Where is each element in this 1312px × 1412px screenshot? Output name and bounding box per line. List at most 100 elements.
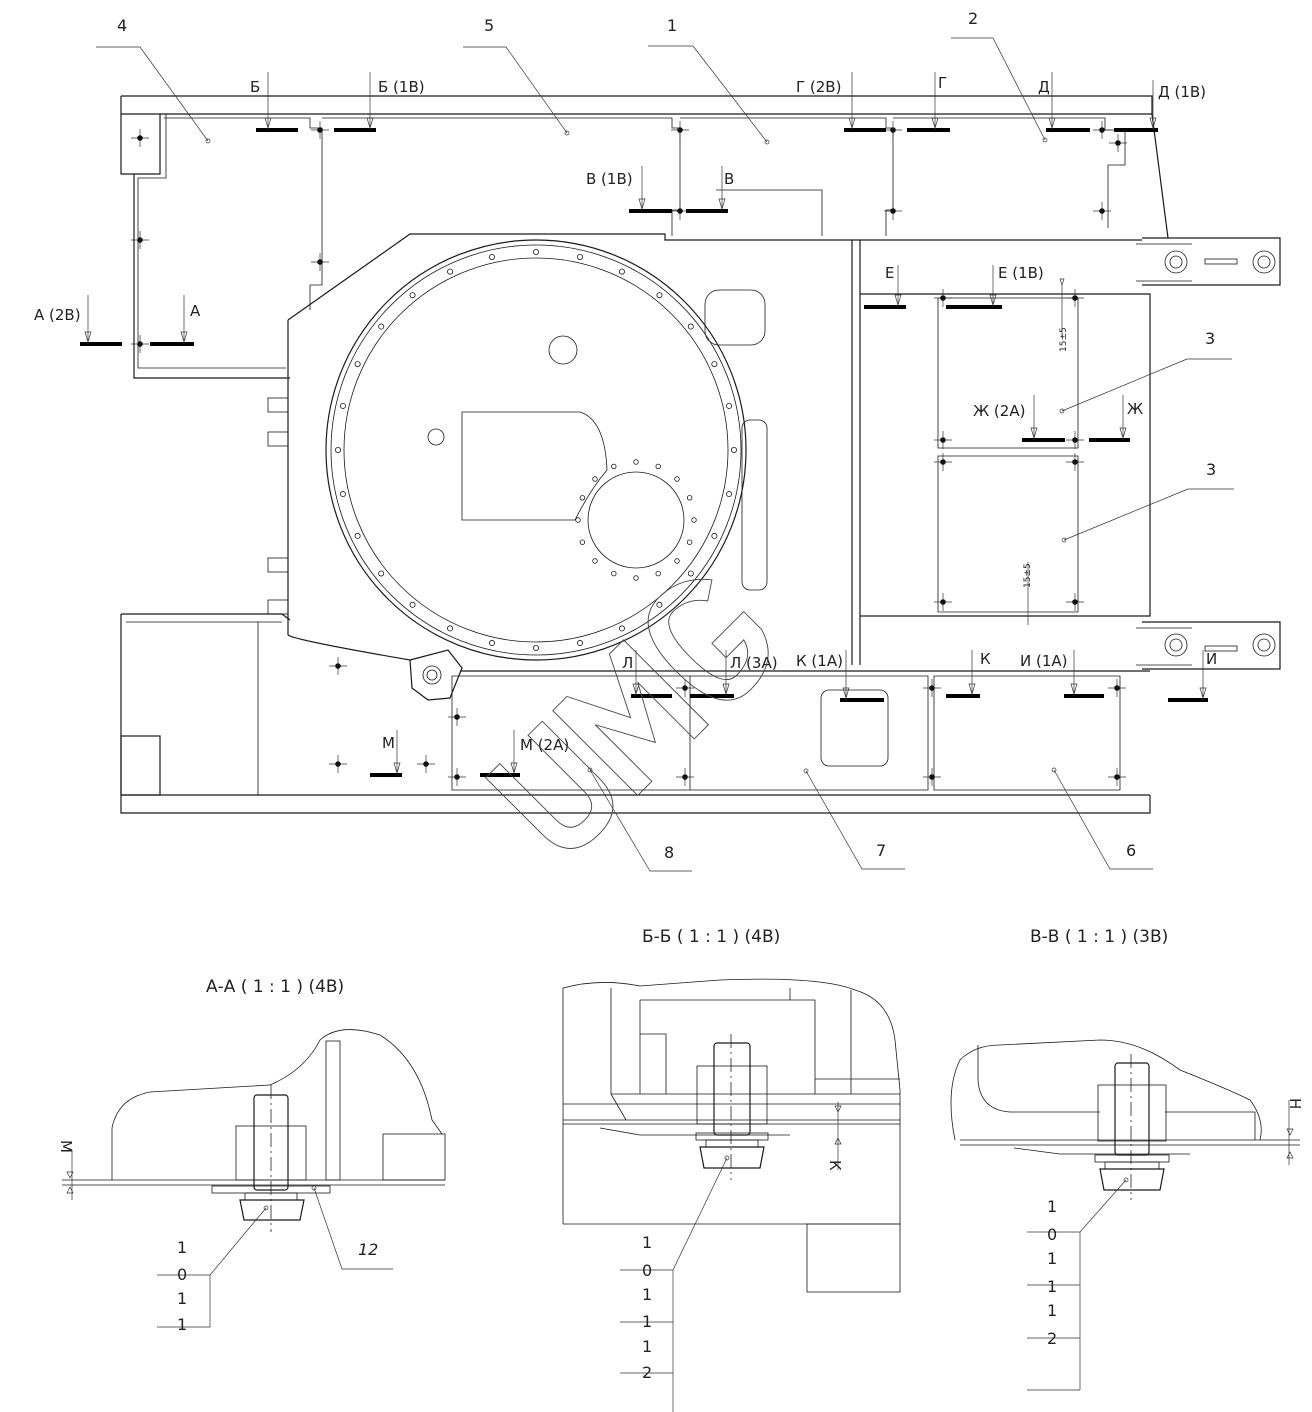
cut-arrowhead xyxy=(510,762,518,775)
ring-hole xyxy=(409,292,416,299)
cut-arrowhead xyxy=(393,762,401,775)
callout-3-lower: 3 xyxy=(1206,460,1216,479)
fastener-dot xyxy=(677,208,683,214)
callout-numbers: 4 5 1 2 3 3 8 7 6 xyxy=(117,9,1216,862)
ring-hole xyxy=(711,532,718,539)
mark-l-3a: Л (3А) xyxy=(730,654,778,672)
fastener-dot xyxy=(317,127,323,133)
callout-7: 7 xyxy=(876,841,886,860)
stack-vv-5: 2 xyxy=(1047,1329,1057,1348)
mark-g: Г xyxy=(938,74,947,92)
cut-arrowhead xyxy=(180,331,188,344)
swivel-hole xyxy=(579,495,586,501)
stack-bb-4: 1 xyxy=(642,1337,652,1356)
ring-hole xyxy=(618,268,625,275)
fastener-dot xyxy=(335,761,341,767)
fastener-dot xyxy=(940,459,946,465)
fastener-dot xyxy=(940,295,946,301)
stack-vv-3: 1 xyxy=(1047,1277,1057,1296)
section-vv: В-В ( 1 : 1 ) (3В) Н 1 0 1 1 1 2 xyxy=(950,927,1304,1391)
ring-hole xyxy=(687,323,694,330)
panel-8 xyxy=(451,675,691,791)
mark-v: В xyxy=(724,170,734,188)
cut-arrowhead xyxy=(1070,683,1078,696)
cut-arrowhead xyxy=(722,683,730,696)
mark-zh-2a: Ж (2А) xyxy=(973,402,1025,420)
ring-bolt-holes xyxy=(334,248,738,652)
fastener-dot xyxy=(1072,599,1078,605)
turntable-ring xyxy=(325,239,747,661)
dimensions: 15±5 15±5 xyxy=(1023,278,1069,625)
cut-arrowhead xyxy=(1048,117,1056,130)
fastener-dot xyxy=(1072,295,1078,301)
swivel-hole xyxy=(592,558,598,564)
fastener-dot xyxy=(929,774,935,780)
fastener-dot xyxy=(1072,437,1078,443)
mark-d: Д xyxy=(1038,78,1050,96)
ring-hole xyxy=(533,645,540,652)
fastener-dot xyxy=(137,341,143,347)
cut-arrowhead xyxy=(989,294,997,307)
cut-arrowhead xyxy=(894,294,902,307)
swivel-opening xyxy=(587,471,685,569)
dimension-lower: 15±5 xyxy=(1023,563,1033,588)
swivel-hole xyxy=(611,463,617,470)
ring-hole xyxy=(354,532,361,539)
main-plan-view xyxy=(120,95,1281,814)
fastener-dot xyxy=(137,237,143,243)
fastener-dot xyxy=(890,127,896,133)
fastener-dot xyxy=(1099,127,1105,133)
section-bb-title: Б-Б ( 1 : 1 ) (4В) xyxy=(642,927,780,947)
swivel-hole xyxy=(579,539,586,545)
fastener-dot xyxy=(682,774,688,780)
hull-top-edge xyxy=(287,233,1142,321)
ring-hole xyxy=(488,640,495,647)
callout-1: 1 xyxy=(667,16,677,35)
dimension-upper: 15±5 xyxy=(1059,327,1069,352)
fastener-dot xyxy=(1115,140,1121,146)
mark-g-2v: Г (2В) xyxy=(796,78,841,96)
panel-7 xyxy=(690,675,929,791)
stack-aa-0: 1 xyxy=(177,1238,187,1257)
top-rail xyxy=(121,95,1153,114)
mark-b-1v: Б (1В) xyxy=(378,78,425,96)
cut-arrowhead xyxy=(931,117,939,130)
stack-bb-5: 2 xyxy=(642,1363,652,1382)
swivel-hole xyxy=(674,476,680,482)
stack-aa-2: 1 xyxy=(177,1289,187,1308)
fastener-dot xyxy=(682,685,688,691)
stack-vv-1: 0 xyxy=(1047,1225,1057,1244)
panel-3-lower xyxy=(937,455,1079,613)
swivel-hole xyxy=(655,463,661,470)
mark-i-1a: И (1А) xyxy=(1020,652,1068,670)
ring-hole xyxy=(409,601,416,608)
cut-arrowhead xyxy=(632,683,640,696)
ring-hole xyxy=(378,323,385,330)
fastener-dot xyxy=(137,135,143,141)
mark-m: М xyxy=(382,734,395,752)
stack-bb-2: 1 xyxy=(642,1285,652,1304)
stack-bb-1: 0 xyxy=(642,1261,652,1280)
panel-4 xyxy=(164,117,323,310)
cut-arrowhead xyxy=(842,687,850,700)
section-vv-title: В-В ( 1 : 1 ) (3В) xyxy=(1030,927,1168,947)
swivel-hole xyxy=(633,575,639,581)
watermark-umg xyxy=(485,578,769,849)
cut-arrowhead xyxy=(264,117,272,130)
stack-vv-0: 1 xyxy=(1047,1197,1057,1216)
fastener-dot xyxy=(1114,685,1120,691)
swivel-hole xyxy=(686,539,693,545)
ring-hole xyxy=(339,402,346,409)
stack-vv-4: 1 xyxy=(1047,1301,1057,1320)
fastener-marks xyxy=(131,121,1127,786)
mark-b: Б xyxy=(250,78,260,96)
callout-leaders xyxy=(96,37,1234,872)
fastener-dot xyxy=(1072,459,1078,465)
ring-hole xyxy=(334,446,341,453)
fastener-dot xyxy=(1114,774,1120,780)
mark-k: К xyxy=(980,650,991,668)
cut-arrowhead xyxy=(1149,117,1157,130)
cut-arrowhead xyxy=(638,198,646,211)
swivel-hole xyxy=(655,570,661,577)
